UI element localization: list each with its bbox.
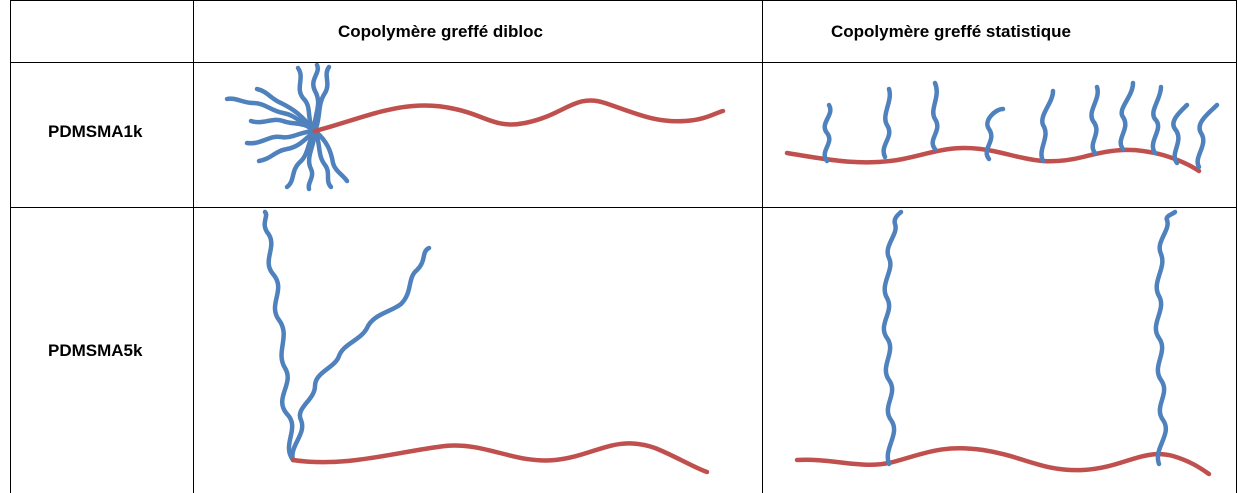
backbone-statistical-1k [784, 145, 1202, 174]
graft-chains-comb [822, 80, 1220, 170]
backbone-diblock-5k [290, 441, 710, 475]
diblock-5k-illustration [262, 209, 710, 475]
table-border-top [10, 0, 1237, 1]
table-border-right [1236, 0, 1237, 493]
row-label-pdmsma5k: PDMSMA5k [48, 341, 143, 360]
table-border-header [10, 62, 1237, 63]
row-label-pdmsma1k: PDMSMA1k [48, 122, 143, 141]
statistical-5k-illustration [794, 209, 1212, 477]
graft-chains-star [224, 63, 350, 192]
header-statistical: Copolymère greffé statistique [831, 22, 1071, 41]
table-border-row1 [10, 207, 1237, 208]
header-diblock: Copolymère greffé dibloc [338, 22, 543, 41]
table-border-col1 [193, 0, 194, 493]
comparison-table: Copolymère greffé dibloc Copolymère gref… [10, 0, 1237, 493]
diblock-1k-illustration [224, 63, 726, 192]
graft-chains-long-statistical [881, 209, 1178, 467]
graft-chains-long-diblock [262, 209, 432, 463]
backbone-statistical-5k [794, 445, 1212, 477]
backbone-diblock-1k [312, 98, 726, 134]
table-border-left [10, 0, 11, 493]
statistical-1k-illustration [784, 80, 1220, 174]
table-border-col2 [762, 0, 763, 493]
